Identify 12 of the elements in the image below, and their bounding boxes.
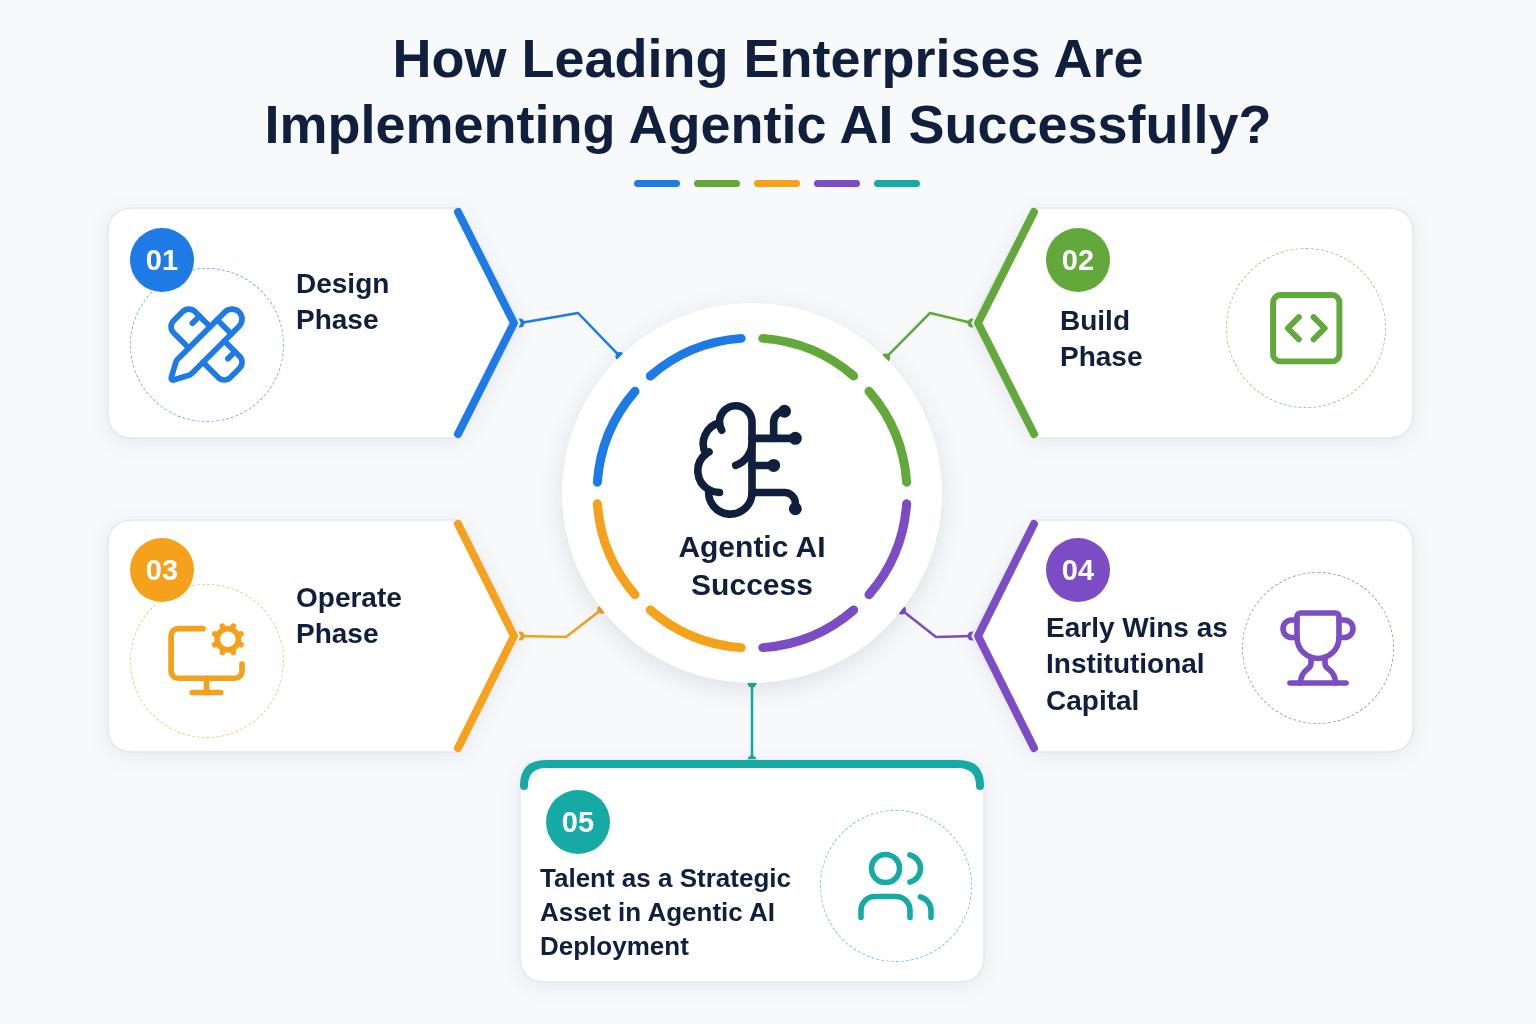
phase-card (108, 520, 520, 752)
phase-title: Design Phase (296, 267, 391, 338)
phase-title: Build Phase (1060, 304, 1144, 375)
phase-card (972, 520, 1413, 752)
phase-card (972, 208, 1413, 438)
phase-card (108, 208, 520, 438)
phase-title: Early Wins as Institutional Capital (1046, 611, 1229, 718)
hub-label: Agentic AI Success (677, 529, 827, 603)
diagram-title: How Leading Enterprises Are Implementing Agentic AI Successfully? (263, 27, 1273, 156)
phase-card (520, 760, 984, 982)
phase-title: Talent as a Strategic Asset in Agentic AI Deployment (540, 862, 792, 963)
phase-title: Operate Phase (296, 581, 403, 652)
